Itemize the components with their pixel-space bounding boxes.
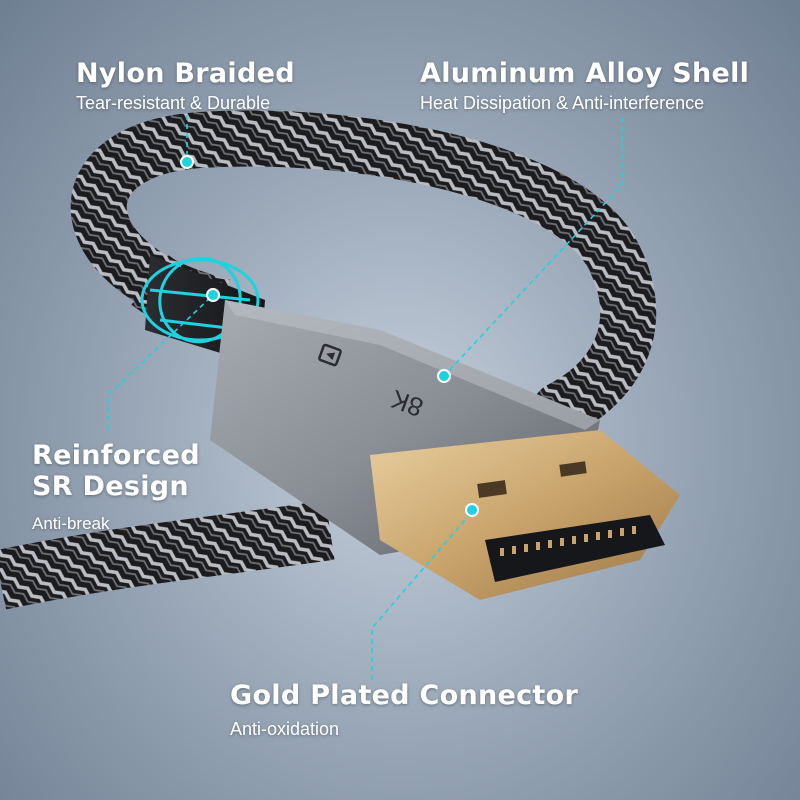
plug-latch-hole (477, 480, 507, 498)
feature-reinforced-sr: Reinforced SR Design Anti-break (32, 440, 200, 534)
displayport-logo-icon (318, 343, 342, 367)
feature-subtitle: Anti-break (32, 514, 110, 534)
feature-subtitle: Anti-oxidation (230, 719, 340, 740)
feature-title: Gold Plated Connector (230, 680, 579, 711)
braided-cable-loop (70, 110, 657, 438)
feature-subtitle: Tear-resistant & Durable (76, 93, 271, 114)
feature-subtitle: Heat Dissipation & Anti-interference (420, 93, 705, 114)
plug-latch-hole (559, 461, 587, 477)
callout-dot-gold (465, 503, 479, 517)
feature-title: Reinforced SR Design (32, 440, 200, 503)
feature-gold-plated: Gold Plated Connector Anti-oxidation (230, 680, 578, 740)
callout-dot-nylon (180, 155, 194, 169)
feature-nylon-braided: Nylon Braided Tear-resistant & Durable (76, 58, 295, 114)
callout-dot-reinforced (206, 288, 220, 302)
braided-cable-tail (0, 500, 335, 610)
callout-line-alloy (444, 118, 623, 376)
callout-line-reinforced (107, 294, 214, 430)
plug-pins (500, 526, 636, 556)
callout-dot-alloy (437, 369, 451, 383)
feature-aluminum-shell: Aluminum Alloy Shell Heat Dissipation & … (420, 58, 749, 114)
feature-title: Nylon Braided (76, 58, 295, 89)
feature-title: Aluminum Alloy Shell (420, 58, 750, 89)
callout-line-gold (371, 511, 473, 680)
